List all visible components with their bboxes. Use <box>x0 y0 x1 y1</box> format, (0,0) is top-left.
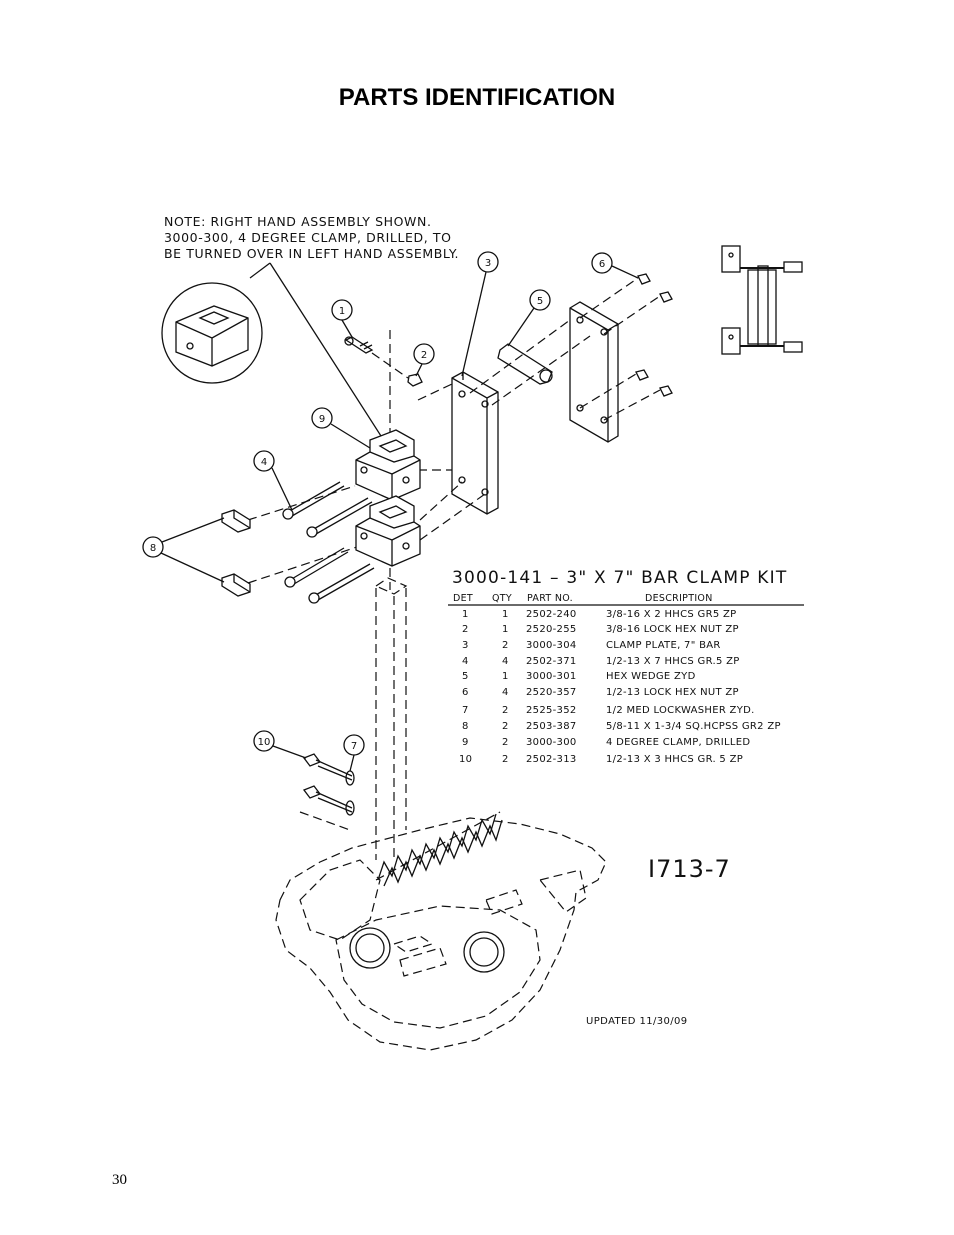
cell-description: 1/2 MED LOCKWASHER ZYD. <box>606 705 755 716</box>
clamp-detail-view <box>161 282 263 384</box>
table-row: 10 2 2502-313 1/2-13 X 3 HHCS GR. 5 ZP <box>459 754 743 765</box>
cell-qty: 1 <box>502 671 509 682</box>
cell-det: 8 <box>462 721 469 732</box>
cell-part-no: 2520-255 <box>526 624 577 635</box>
cell-qty: 2 <box>502 721 509 732</box>
cell-det: 6 <box>462 687 469 698</box>
table-row: 6 4 2520-357 1/2-13 LOCK HEX NUT ZP <box>462 687 739 698</box>
cell-description: 5/8-11 X 1-3/4 SQ.HCPSS GR2 ZP <box>606 721 781 732</box>
cell-qty: 4 <box>502 687 509 698</box>
cell-qty: 2 <box>502 754 509 765</box>
table-row: 3 2 3000-304 CLAMP PLATE, 7" BAR <box>462 640 721 651</box>
table-row: 4 4 2502-371 1/2-13 X 7 HHCS GR.5 ZP <box>462 656 740 667</box>
nut-part-2 <box>371 352 423 387</box>
spring <box>375 811 503 887</box>
page-number: 30 <box>112 1172 127 1188</box>
bolts-part-10 <box>302 753 353 813</box>
table-row: 7 2 2525-352 1/2 MED LOCKWASHER ZYD. <box>462 705 755 716</box>
cell-qty: 1 <box>502 609 509 620</box>
cell-part-no: 2520-357 <box>526 687 577 698</box>
callout-2: 2 <box>421 350 427 361</box>
cell-description: 1/2-13 X 7 HHCS GR.5 ZP <box>606 656 740 667</box>
cell-det: 4 <box>462 656 469 667</box>
clamp-part-9-upper <box>355 429 421 501</box>
cell-part-no: 2503-387 <box>526 721 577 732</box>
nuts-part-6 <box>635 273 673 397</box>
cell-qty: 2 <box>502 640 509 651</box>
header-qty: QTY <box>492 593 512 604</box>
callout-1: 1 <box>339 306 345 317</box>
table-row: 9 2 3000-300 4 DEGREE CLAMP, DRILLED <box>462 737 750 748</box>
table-row: 1 1 2502-240 3/8-16 X 2 HHCS GR5 ZP <box>462 609 736 620</box>
drawing-reference: I713-7 <box>648 855 731 883</box>
clamp-plate-front <box>451 371 499 515</box>
assembly-note: NOTE: RIGHT HAND ASSEMBLY SHOWN. 3000-30… <box>164 214 459 261</box>
page-title: PARTS IDENTIFICATION <box>338 84 616 111</box>
clamp-plate-rear <box>569 301 619 443</box>
parts-table: 3000-141 – 3" X 7" BAR CLAMP KIT DET QTY… <box>448 568 804 765</box>
cell-det: 1 <box>462 609 469 620</box>
header-part-no: PART NO. <box>527 593 573 604</box>
table-row: 8 2 2503-387 5/8-11 X 1-3/4 SQ.HCPSS GR2… <box>462 721 781 732</box>
cell-qty: 2 <box>502 737 509 748</box>
header-det: DET <box>453 593 473 604</box>
cell-part-no: 2502-371 <box>526 656 577 667</box>
cell-qty: 1 <box>502 624 509 635</box>
note-line: NOTE: RIGHT HAND ASSEMBLY SHOWN. <box>164 214 432 229</box>
note-line: 3000-300, 4 DEGREE CLAMP, DRILLED, TO <box>164 230 452 245</box>
updated-date: UPDATED 11/30/09 <box>586 1016 688 1027</box>
cell-part-no: 2502-240 <box>526 609 577 620</box>
cell-qty: 2 <box>502 705 509 716</box>
callouts: 1 2 3 4 5 6 7 8 9 10 <box>142 251 639 772</box>
table-row: 2 1 2520-255 3/8-16 LOCK HEX NUT ZP <box>462 624 739 635</box>
callout-5: 5 <box>537 296 543 307</box>
cell-description: 3/8-16 LOCK HEX NUT ZP <box>606 624 739 635</box>
cell-description: 1/2-13 X 3 HHCS GR. 5 ZP <box>606 754 743 765</box>
top-view <box>721 245 803 355</box>
square-bar <box>374 577 408 860</box>
bolts-part-4 <box>282 481 375 604</box>
table-row: 5 1 3000-301 HEX WEDGE ZYD <box>462 671 696 682</box>
cell-det: 2 <box>462 624 469 635</box>
cell-det: 10 <box>459 754 472 765</box>
cell-description: 1/2-13 LOCK HEX NUT ZP <box>606 687 739 698</box>
callout-6: 6 <box>599 259 605 270</box>
cell-part-no: 3000-301 <box>526 671 577 682</box>
callout-3: 3 <box>485 258 491 269</box>
cell-det: 9 <box>462 737 469 748</box>
cell-det: 3 <box>462 640 469 651</box>
kit-title: 3000-141 – 3" X 7" BAR CLAMP KIT <box>452 568 787 588</box>
cell-description: HEX WEDGE ZYD <box>606 671 696 682</box>
callout-4: 4 <box>261 457 267 468</box>
header-description: DESCRIPTION <box>645 593 713 604</box>
cell-det: 7 <box>462 705 469 716</box>
cell-part-no: 3000-300 <box>526 737 577 748</box>
callout-8: 8 <box>150 543 156 554</box>
callout-7: 7 <box>351 741 357 752</box>
bolt-part-1 <box>344 336 374 354</box>
callout-9: 9 <box>319 414 325 425</box>
note-line: BE TURNED OVER IN LEFT HAND ASSEMBLY. <box>164 246 459 261</box>
cell-qty: 4 <box>502 656 509 667</box>
bolts-part-8 <box>221 509 251 597</box>
clamp-part-9-lower <box>355 495 421 567</box>
cell-part-no: 2502-313 <box>526 754 577 765</box>
cell-description: 4 DEGREE CLAMP, DRILLED <box>606 737 750 748</box>
cell-description: CLAMP PLATE, 7" BAR <box>606 640 721 651</box>
cell-part-no: 3000-304 <box>526 640 577 651</box>
cell-det: 5 <box>462 671 469 682</box>
cell-part-no: 2525-352 <box>526 705 577 716</box>
cell-description: 3/8-16 X 2 HHCS GR5 ZP <box>606 609 736 620</box>
callout-10: 10 <box>258 737 271 748</box>
lower-assembly <box>275 817 607 1051</box>
hex-wedge-part-5 <box>497 343 553 385</box>
